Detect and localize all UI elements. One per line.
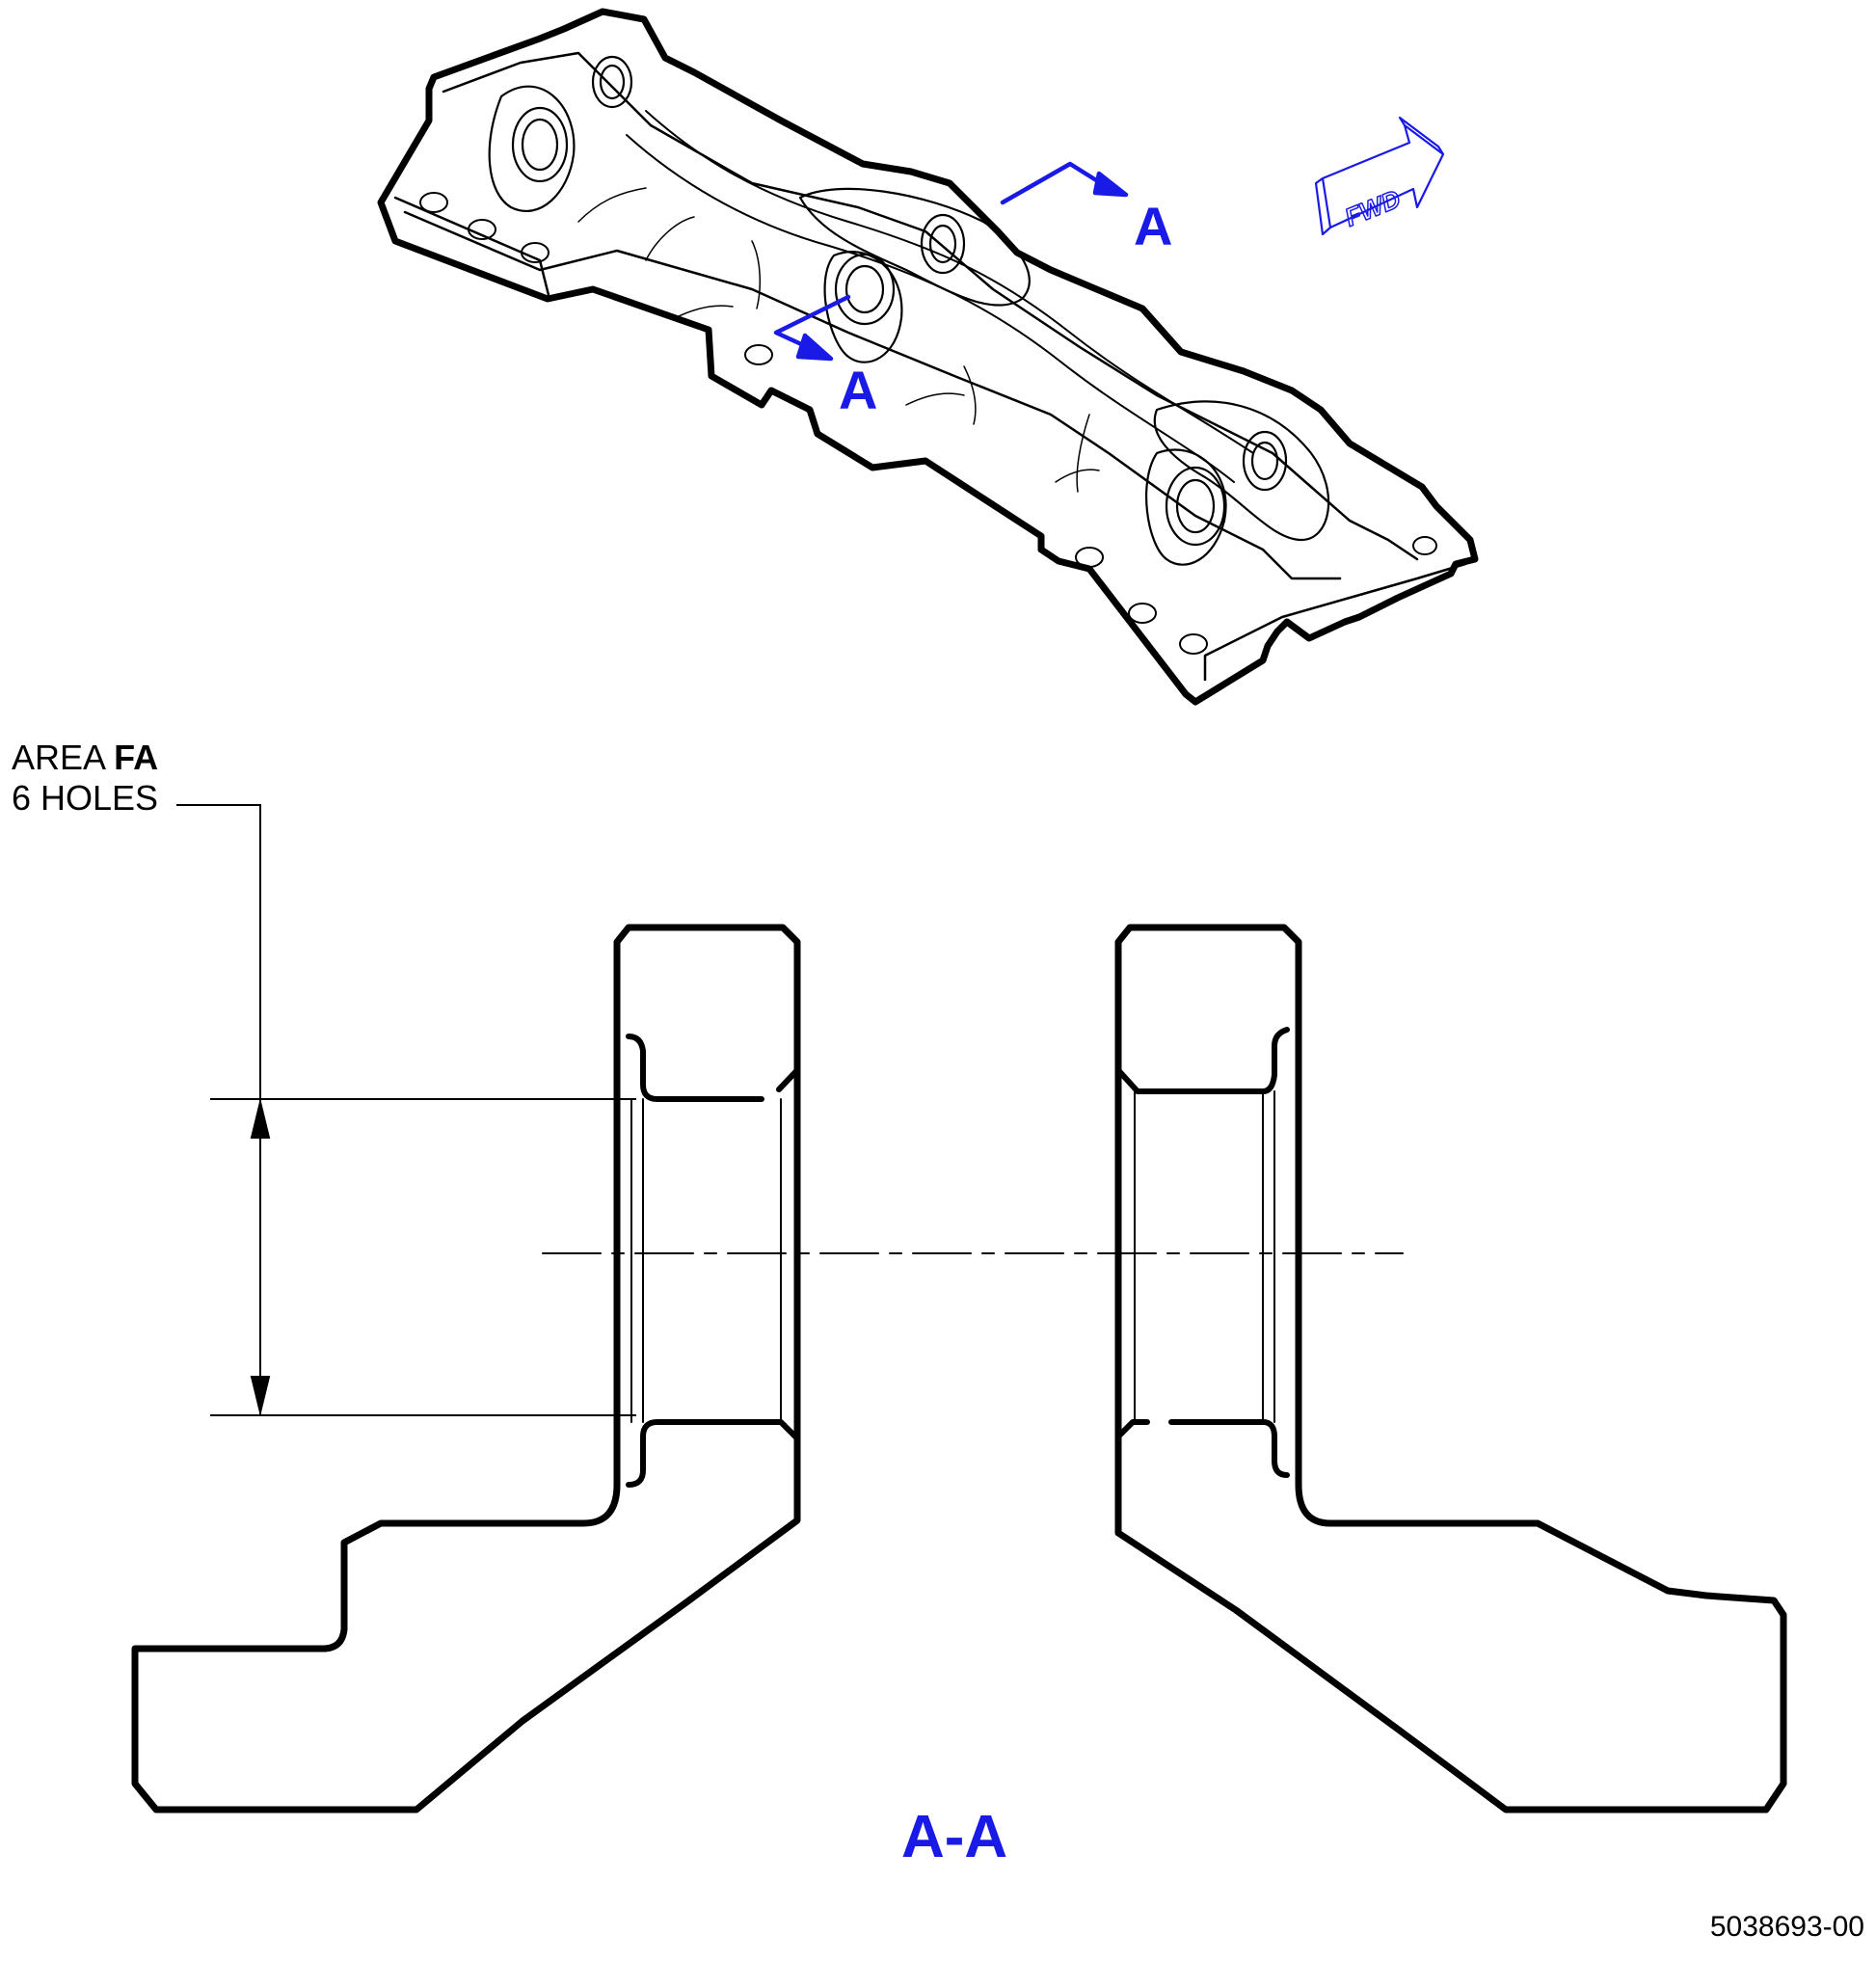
cut-line-lower [773,294,851,352]
fwd-arrow-depth [1314,116,1444,236]
fwd-arrow-front [1321,123,1445,229]
section-right-step-upper [1115,1027,1290,1094]
leader-line [176,804,261,1099]
figure-id: 5038693-00 [1709,1911,1864,1943]
section-marker-lower: A [839,360,878,420]
cut-arrow-upper [1092,171,1129,198]
area-holes-count: 6 HOLES [12,778,159,818]
fwd-arrow-symbol: FWD [1314,116,1445,236]
area-callout-line1: AREA FA [12,738,158,778]
center-ridge [645,110,1254,454]
section-right-piece [1114,924,1787,1813]
section-marker-upper: A [1134,196,1173,256]
flange-holes [419,192,1437,655]
boss-left [488,85,576,213]
section-right-step-lower-l [1115,1419,1150,1439]
section-right-bore [1134,1090,1275,1423]
cut-line-upper [1000,161,1112,205]
area-prefix: AREA [12,738,115,777]
section-left-bore [630,1098,782,1423]
section-title: A-A [901,1804,1008,1870]
section-left-step-lower [640,1419,800,1441]
cut-arrow-lower [795,333,834,362]
boss-upper-right [1153,400,1330,542]
boss-right [1145,448,1227,566]
part-outline [377,8,1479,706]
area-callout: AREA FA 6 HOLES [12,738,158,819]
fillet-lines [577,187,1100,493]
isometric-part-view [377,8,1479,706]
section-left-step-lower-b [626,1434,646,1488]
section-left-step-upper-r [776,1067,800,1092]
section-right-step-lower [1168,1419,1290,1478]
section-left-step-upper [626,1034,764,1102]
dimension-area-fa [176,804,636,1416]
fwd-label: FWD [1341,184,1405,232]
dimension-arrow-lower [250,1376,271,1413]
top-face-edge [442,51,1419,561]
area-code: FA [114,738,159,777]
section-view [131,924,1787,1813]
dimension-arrow-upper [250,1101,271,1139]
bore-holes [511,55,1288,547]
pocket-center [798,187,1031,307]
side-face-edge [403,210,1342,580]
flange-edge-left [393,196,551,301]
flange-edge-right [1203,562,1467,682]
section-cut-line [773,161,1129,362]
section-left-piece [131,924,801,1813]
